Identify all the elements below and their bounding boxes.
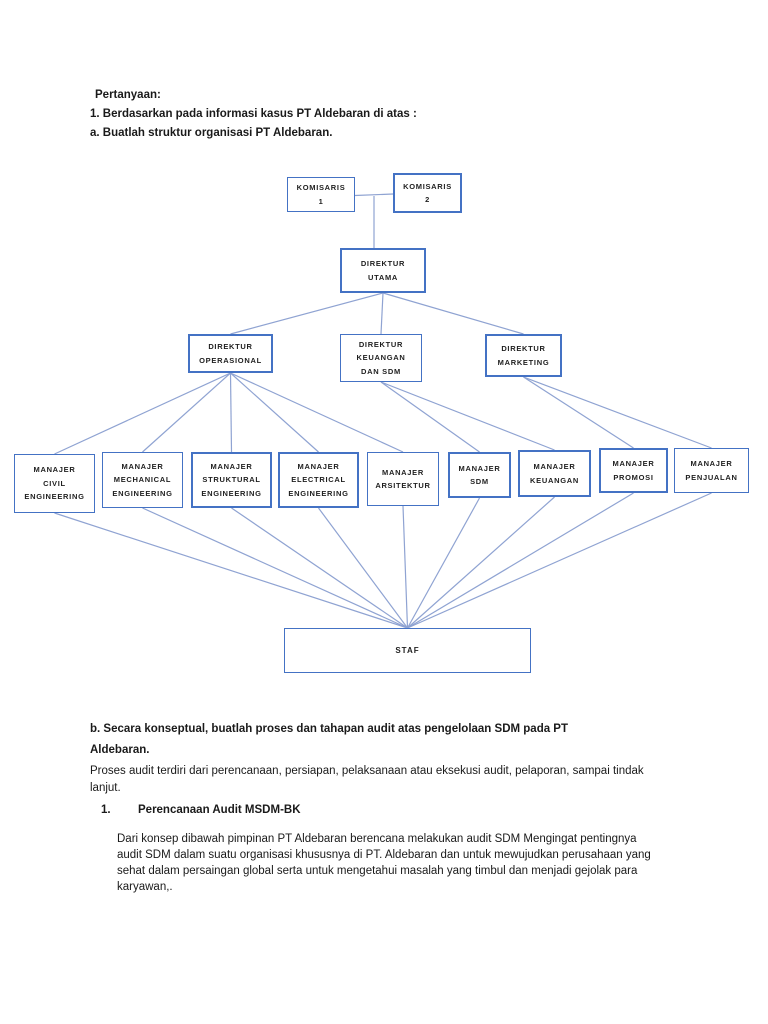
connector-line bbox=[380, 381, 555, 451]
text-line: 1. Berdasarkan pada informasi kasus PT A… bbox=[90, 108, 417, 120]
connector-line bbox=[54, 512, 408, 629]
org-node-label-line: UTAMA bbox=[367, 272, 399, 282]
text-line: sehat dalam persaingan global serta untu… bbox=[117, 865, 638, 877]
org-node-label-line: STRUKTURAL bbox=[202, 475, 261, 485]
question-header: Pertanyaan: 1. Berdasarkan pada informasi… bbox=[90, 86, 417, 143]
connector-line bbox=[407, 496, 555, 629]
connector-line bbox=[54, 372, 231, 455]
text-line: Pertanyaan: bbox=[95, 89, 161, 101]
org-node-label-line: MANAJER bbox=[33, 465, 76, 475]
connector-line bbox=[229, 372, 233, 453]
org-node-label-line: MANAJER bbox=[690, 459, 733, 468]
org-node-label-line: ENGINEERING bbox=[288, 488, 349, 498]
org-node-label-line: KOMISARIS bbox=[296, 183, 346, 192]
org-node-manajer-penjualan: MANAJER PENJUALAN bbox=[674, 448, 749, 493]
text-line: Proses audit terdiri dari perencanaan, p… bbox=[90, 765, 644, 777]
org-node-label-line: 1 bbox=[318, 196, 324, 206]
org-node-label-line: KEUANGAN bbox=[356, 353, 406, 363]
org-node-label-line: ENGINEERING bbox=[24, 492, 85, 502]
org-node-komisaris-1: KOMISARIS 1 bbox=[287, 177, 355, 212]
org-node-label-line: DAN SDM bbox=[361, 366, 401, 376]
connector-line bbox=[406, 497, 481, 629]
intro-paragraph: Proses audit terdiri dari perencanaan, p… bbox=[90, 763, 644, 797]
section-b-heading: b. Secara konseptual, buatlah proses dan… bbox=[90, 719, 568, 761]
connector-line bbox=[354, 193, 394, 197]
connector-line bbox=[380, 292, 384, 335]
org-node-label-line: MANAJER bbox=[297, 461, 340, 471]
org-node-label-line: SDM bbox=[470, 477, 489, 486]
org-node-manajer-promosi: MANAJER PROMOSI bbox=[599, 448, 668, 493]
connector-line bbox=[407, 492, 634, 629]
org-node-label-line: MANAJER bbox=[458, 463, 501, 473]
org-node-direktur-operasional: DIREKTUR OPERASIONAL bbox=[188, 334, 273, 373]
list-item-title: Perencanaan Audit MSDM-BK bbox=[138, 804, 301, 816]
org-node-label-line: 2 bbox=[425, 195, 430, 204]
text-line: lanjut. bbox=[90, 782, 121, 794]
org-node-label-line: DIREKTUR bbox=[501, 344, 546, 353]
text-line: Aldebaran. bbox=[90, 744, 150, 756]
org-node-label-line: MANAJER bbox=[612, 459, 655, 468]
connector-line bbox=[382, 292, 524, 335]
org-node-label-line: ARSITEKTUR bbox=[375, 481, 431, 490]
list-item-number: 1. bbox=[101, 804, 111, 816]
org-node-label-line: DIREKTUR bbox=[208, 342, 253, 351]
org-node-label-line: KOMISARIS bbox=[403, 181, 452, 191]
connector-line bbox=[231, 507, 408, 629]
org-node-label-line: MANAJER bbox=[533, 462, 576, 471]
org-node-label-line: ELECTRICAL bbox=[291, 475, 346, 485]
org-node-direktur-utama: DIREKTUR UTAMA bbox=[340, 248, 426, 293]
connector-line bbox=[318, 507, 408, 629]
org-node-manajer-electrical: MANAJER ELECTRICAL ENGINEERING bbox=[278, 452, 359, 508]
org-node-label-line: MECHANICAL bbox=[113, 475, 172, 485]
org-node-staf: STAF bbox=[284, 628, 531, 673]
text-line: Dari konsep dibawah pimpinan PT Aldebara… bbox=[117, 833, 637, 845]
connector-line bbox=[402, 505, 409, 629]
org-node-label-line: KEUANGAN bbox=[530, 475, 579, 485]
org-node-label-line: STAF bbox=[395, 645, 420, 655]
connector-line bbox=[230, 372, 404, 453]
org-node-label-line: MANAJER bbox=[210, 461, 253, 471]
text-line: b. Secara konseptual, buatlah proses dan… bbox=[90, 723, 569, 735]
org-node-label-line: PENJUALAN bbox=[685, 472, 738, 482]
org-node-direktur-keuangan-sdm: DIREKTUR KEUANGAN DAN SDM bbox=[340, 334, 422, 382]
org-node-label-line: DIREKTUR bbox=[360, 259, 406, 268]
org-node-manajer-mechanical: MANAJER MECHANICAL ENGINEERING bbox=[102, 452, 183, 508]
org-node-label-line: PROMOSI bbox=[613, 472, 654, 482]
connector-line bbox=[230, 372, 319, 453]
connector-line bbox=[230, 292, 384, 335]
org-node-manajer-civil: MANAJER CIVIL ENGINEERING bbox=[14, 454, 95, 513]
connector-line bbox=[142, 507, 408, 629]
org-node-label-line: CIVIL bbox=[43, 478, 66, 488]
org-node-komisaris-2: KOMISARIS 2 bbox=[393, 173, 462, 213]
org-node-label-line: MANAJER bbox=[382, 467, 424, 477]
org-node-manajer-arsitektur: MANAJER ARSITEKTUR bbox=[367, 452, 439, 506]
org-node-label-line: OPERASIONAL bbox=[199, 355, 262, 365]
connector-line bbox=[407, 492, 712, 629]
org-node-manajer-struktural: MANAJER STRUKTURAL ENGINEERING bbox=[191, 452, 272, 508]
org-node-label-line: DIREKTUR bbox=[358, 339, 404, 349]
org-node-manajer-keuangan: MANAJER KEUANGAN bbox=[518, 450, 591, 497]
org-node-label-line: MARKETING bbox=[497, 357, 550, 367]
org-node-label-line: ENGINEERING bbox=[201, 488, 262, 498]
connector-line bbox=[380, 381, 480, 453]
org-node-label-line: ENGINEERING bbox=[112, 488, 173, 498]
connector-line bbox=[142, 372, 231, 453]
body-paragraph-1: Dari konsep dibawah pimpinan PT Aldebara… bbox=[117, 831, 651, 895]
connector-line bbox=[523, 376, 634, 449]
org-node-manajer-sdm: MANAJER SDM bbox=[448, 452, 511, 498]
org-node-direktur-marketing: DIREKTUR MARKETING bbox=[485, 334, 562, 377]
text-line: audit SDM dalam suatu organisasi khususn… bbox=[117, 849, 651, 861]
text-line: karyawan,. bbox=[117, 881, 173, 893]
org-node-label-line: MANAJER bbox=[121, 461, 164, 471]
list-item-1: 1. Perencanaan Audit MSDM-BK bbox=[101, 804, 301, 816]
connector-line bbox=[523, 376, 712, 449]
text-line: a. Buatlah struktur organisasi PT Aldeba… bbox=[90, 127, 333, 139]
